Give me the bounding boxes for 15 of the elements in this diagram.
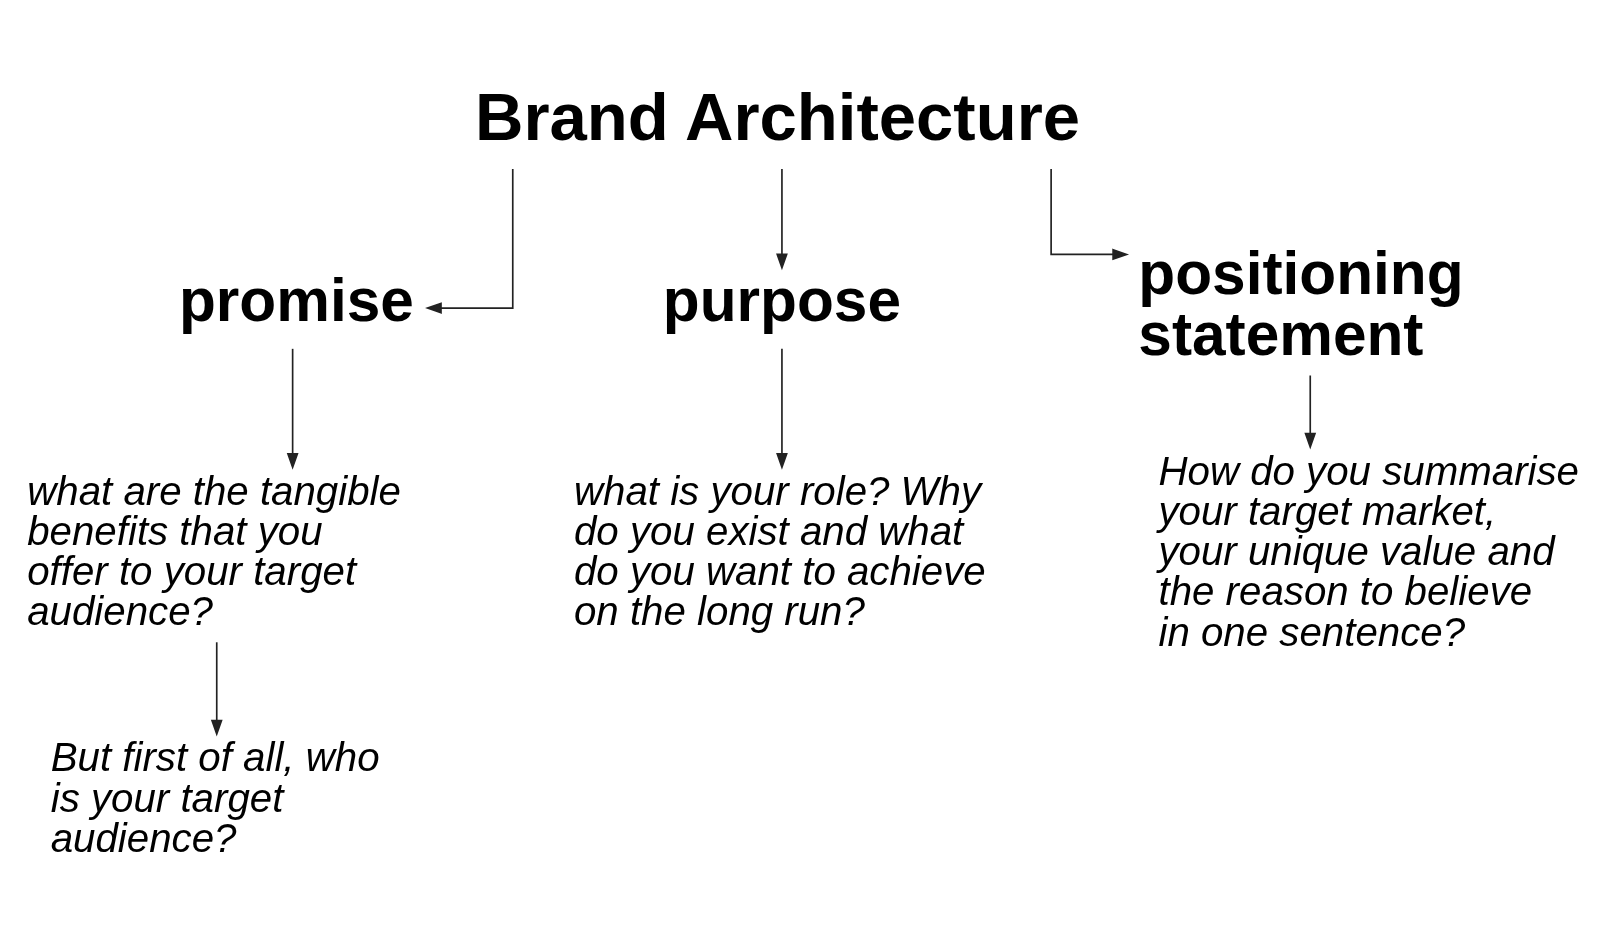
node-text: positioning statement: [1138, 239, 1464, 368]
node-text: what is your role? Why do you exist and what do you want to achieve on the long run?: [573, 468, 986, 635]
node-text: promise: [179, 266, 414, 335]
arrow: [776, 348, 788, 470]
node-text: But first of all, who is your target audience?: [50, 735, 380, 861]
node-text: what are the tangible benefits that you offer to your target audience?: [27, 468, 401, 635]
arrow: [425, 168, 514, 314]
arrow: [1050, 168, 1130, 261]
arrow: [776, 168, 788, 271]
node-text: Brand Architecture: [475, 79, 1081, 155]
arrow: [286, 348, 299, 470]
node-text: How do you summarise your target market, your unique value and the reason to believe in one sentence?: [1158, 448, 1580, 655]
arrow: [1304, 374, 1317, 450]
node-text: purpose: [662, 266, 901, 335]
arrow: [210, 641, 223, 737]
